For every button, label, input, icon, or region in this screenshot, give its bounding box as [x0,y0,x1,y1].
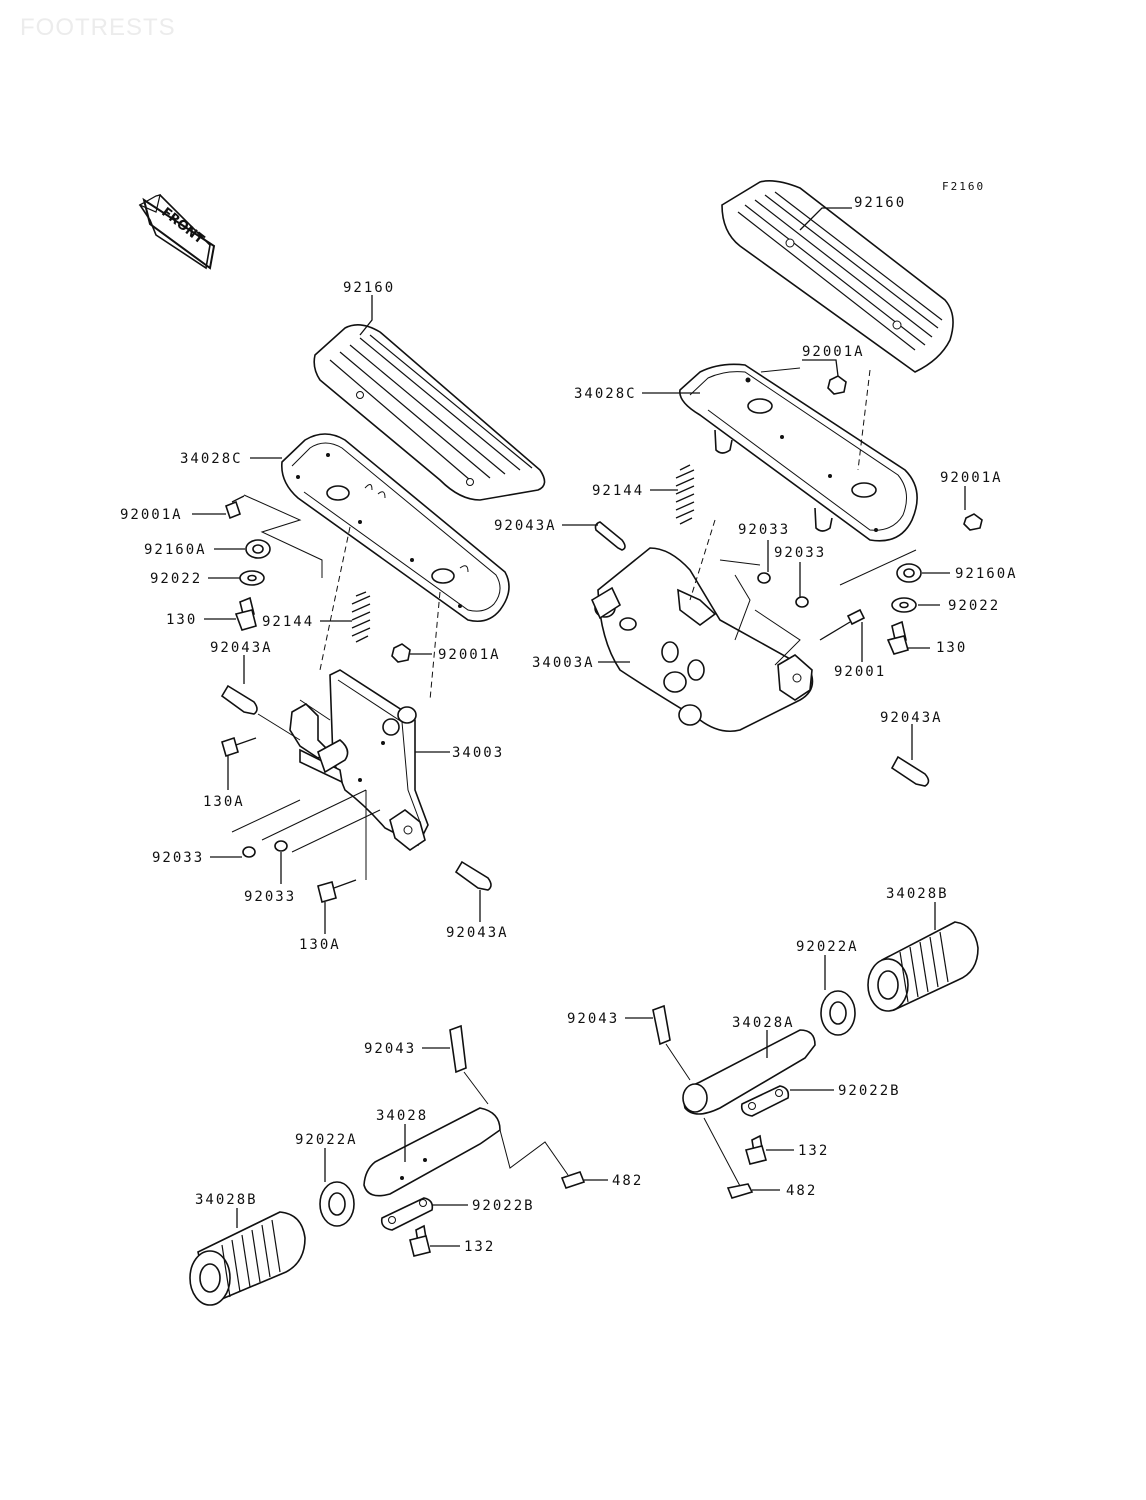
label-left-pin-lower: 92043A [446,925,509,941]
label-right-floorboard-rubber: 92160 [854,195,906,211]
label-left-nut-lower: 92001A [438,647,501,663]
label-right-nut-side: 92001A [940,470,1003,486]
right-floorboard-rubber [721,180,954,373]
label-right-peg-pin: 92043 [567,1011,619,1027]
label-right-bushing: 92160A [955,566,1018,582]
label-left-bracket: 34003 [452,745,504,761]
label-left-peg: 34028 [376,1108,428,1124]
label-left-peg-washer-b: 92022B [472,1198,535,1214]
label-right-washer: 92022 [948,598,1000,614]
left-floorboard-base [281,433,510,623]
label-left-peg-clip: 482 [612,1173,643,1189]
label-right-pin-upper: 92043A [494,518,557,534]
left-assembly-guide-lines [231,494,441,880]
label-right-spring: 92144 [592,483,644,499]
label-left-bolt-130: 130 [166,612,197,628]
right-floorboard-base [679,363,918,542]
label-left-spring: 92144 [262,614,314,630]
label-right-floorboard-base: 34028C [574,386,637,402]
label-left-bolt-130a-upper: 130A [203,794,245,810]
right-footpeg-parts [652,921,979,1199]
part-labels: 92160 92001A 34028C 92144 92001A 92043A … [120,195,1018,1255]
label-right-peg-washer-a: 92022A [796,939,859,955]
label-left-washer: 92022 [150,571,202,587]
label-left-clip-2: 92033 [244,889,296,905]
label-left-peg-bolt: 132 [464,1239,495,1255]
front-arrow-icon: FRONT [138,194,216,270]
label-right-bolt-130: 130 [936,640,967,656]
label-right-peg-washer-b: 92022B [838,1083,901,1099]
left-hardware [220,495,492,903]
right-hardware [594,375,983,787]
label-right-bracket: 34003A [532,655,595,671]
label-right-pin-lower: 92043A [880,710,943,726]
left-footpeg-parts [189,1024,586,1306]
label-right-peg-bolt: 132 [798,1143,829,1159]
right-mount-bracket [590,547,814,733]
label-left-clip-1: 92033 [152,850,204,866]
label-left-peg-rubber: 34028B [195,1192,258,1208]
leader-lines [192,207,966,1247]
right-assembly-guide-lines [689,367,917,666]
label-left-floorboard-rubber: 92160 [343,280,395,296]
label-right-bolt: 92001 [834,664,886,680]
label-right-peg-rubber: 34028B [886,886,949,902]
label-right-clip-2: 92033 [774,545,826,561]
label-left-floorboard-base: 34028C [180,451,243,467]
label-right-nut-upper: 92001A [802,344,865,360]
label-right-clip-1: 92033 [738,522,790,538]
page-title: FOOTRESTS [20,14,176,41]
left-mount-bracket [289,669,429,851]
label-left-bushing: 92160A [144,542,207,558]
figure-code: F2160 [942,180,985,193]
label-left-pin-upper: 92043A [210,640,273,656]
label-left-bolt-130a-lower: 130A [299,937,341,953]
label-right-peg-clip: 482 [786,1183,817,1199]
label-left-peg-pin: 92043 [364,1041,416,1057]
label-left-nut-upper: 92001A [120,507,183,523]
label-left-peg-washer-a: 92022A [295,1132,358,1148]
label-right-peg: 34028A [732,1015,795,1031]
